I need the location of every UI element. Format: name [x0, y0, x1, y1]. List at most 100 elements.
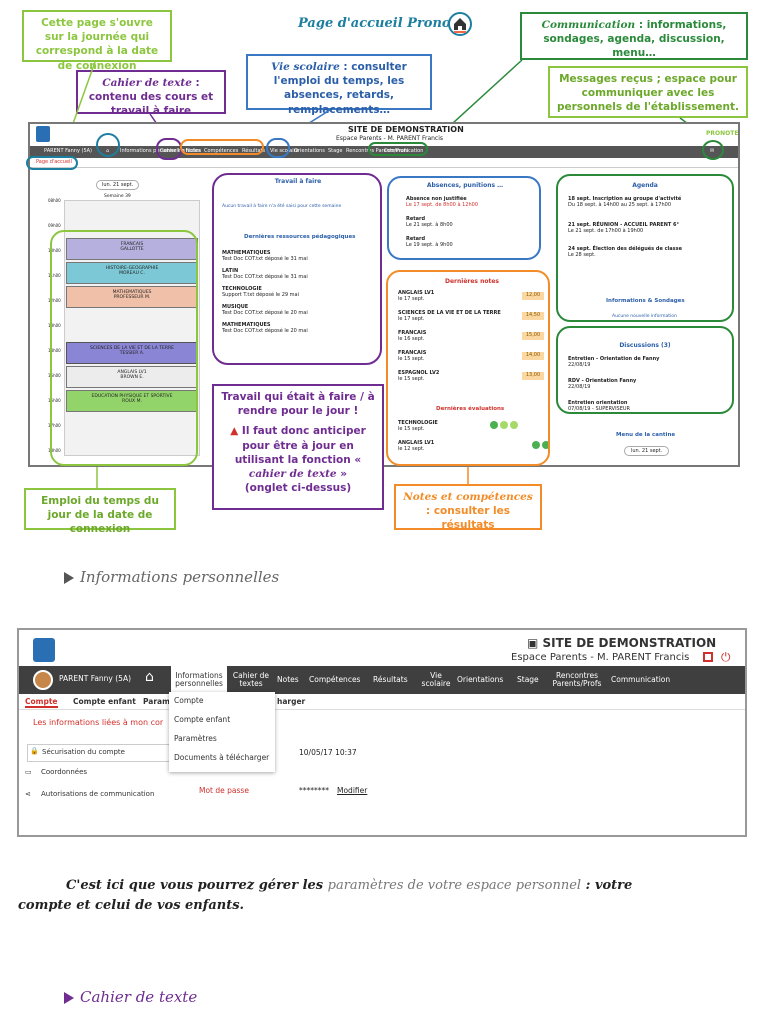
tab-page-accueil[interactable]: Page d'accueil [36, 159, 72, 165]
page-title: Page d'accueil Pronote [298, 16, 465, 31]
tab-parametres[interactable]: Param [143, 697, 170, 706]
section-informations-personnelles: Informations personnelles [64, 568, 279, 586]
settings-item-securisation[interactable]: 🔒Sécurisation du compte [27, 744, 181, 762]
lock-icon: 🔒 [30, 747, 39, 755]
evals-title: Dernières évaluations [436, 406, 505, 412]
nav-home-icon[interactable]: ⌂ [145, 669, 154, 685]
agenda-item[interactable]: 21 sept. RÉUNION - ACCUEIL PARENT 6°Le 2… [568, 222, 679, 234]
time-label: 17h00 [48, 423, 61, 428]
absence-date: Le 17 sept. de 8h00 à 12h00 [406, 202, 478, 208]
nav-resultats[interactable]: Résultats [242, 148, 266, 154]
cantine-date[interactable]: lun. 21 sept. [624, 446, 670, 456]
ressource-date: déposé le 20 mai [264, 310, 308, 316]
note-grade: 14,00 [522, 352, 544, 360]
nav-notes[interactable]: Notes [277, 675, 299, 684]
sub-nav: Page d'accueil [30, 158, 738, 168]
nav-competences[interactable]: Compétences [204, 148, 239, 154]
ring-cahier [156, 138, 182, 160]
qr-icon[interactable] [703, 652, 713, 662]
settings-item-autorisations[interactable]: ⋖Autorisations de communication [25, 790, 154, 798]
ring-messages [702, 140, 724, 160]
nav-stage[interactable]: Stage [517, 675, 539, 684]
ring-page-accueil [26, 156, 78, 170]
nav-notes[interactable]: Notes [186, 148, 201, 154]
callout-cahier-text: : contenu des cours et travail à faire [88, 77, 214, 118]
menu-item-parametres[interactable]: Paramètres [174, 734, 217, 743]
card-icon: ▭ [25, 768, 32, 776]
travail-title: Travail à faire [274, 178, 322, 185]
nav-informations[interactable]: Informations personnelles [171, 666, 227, 694]
agenda-item[interactable]: 18 sept. Inscription au groupe d'activit… [568, 196, 681, 208]
time-label: 12h00 [48, 298, 61, 303]
tab-documents[interactable]: harger [277, 697, 306, 706]
absences-panel: Absences, punitions … Absence non justif… [392, 178, 538, 258]
time-label: 10h00 [48, 248, 61, 253]
nav-orientations[interactable]: Orientations [457, 675, 504, 684]
menu-item-compte[interactable]: Compte [174, 696, 204, 705]
tab-compte[interactable]: Compte [25, 697, 58, 708]
site-title-text: SITE DE DEMONSTRATION [542, 636, 717, 650]
tab-compte-enfant[interactable]: Compte enfant [73, 697, 136, 706]
nav-competences[interactable]: Compétences [309, 675, 361, 684]
agenda-detail: Le 21 sept. de 17h00 à 19h00 [568, 228, 644, 234]
timetable-date[interactable]: lun. 21 sept. [96, 180, 140, 190]
user-label[interactable]: PARENT Fanny (5A) [59, 674, 132, 683]
nav-resultats[interactable]: Résultats [373, 675, 408, 684]
nav-informations[interactable]: Informations personnelles [120, 148, 185, 154]
absences-title: Absences, punitions … [426, 182, 504, 189]
nav-vie-scolaire[interactable]: Vie scolaire [421, 671, 451, 689]
ressource-file: Test Doc COT.txt [222, 328, 264, 334]
note-date: le 17 sept. [398, 296, 425, 302]
power-icon[interactable]: ⏻ [721, 650, 731, 664]
nav-communication[interactable]: Communication [611, 675, 671, 684]
settings-item-coordonnees[interactable]: ▭Coordonnées [25, 768, 87, 776]
timetable-panel: lun. 21 sept. Semaine 39 08h00 09h00 10h… [36, 172, 202, 464]
agenda-item[interactable]: 24 sept. Élection des délégués de classe… [568, 246, 682, 258]
nav-rencontres[interactable]: Rencontres Parents/Profs [552, 671, 602, 689]
nav-rencontres[interactable]: Rencontres Parents/Profs [346, 148, 409, 154]
nav-stage[interactable]: Stage [328, 148, 343, 154]
callout-date-text: Cette page s'ouvre sur la journée qui co… [35, 17, 159, 72]
ring-notes-panel [386, 270, 550, 466]
agenda-event: RÉUNION - ACCUEIL PARENT 6° [592, 222, 680, 228]
note-grade: 13,00 [522, 372, 544, 380]
modify-password-link[interactable]: Modifier [337, 786, 368, 795]
menu-item-documents[interactable]: Documents à télécharger [174, 753, 270, 762]
nav-cahier[interactable]: Cahier de textes [232, 671, 270, 689]
ring-agenda [556, 174, 734, 322]
nav-orientations[interactable]: Orientations [294, 148, 325, 154]
ressource-date: déposé le 31 mai [264, 256, 308, 262]
ressource-subject: MATHEMATIQUES [222, 250, 271, 256]
screen-icon: ▣ [527, 636, 539, 650]
note-subject: FRANCAIS [398, 330, 427, 336]
discussion-title: RDV - Orientation Fanny [568, 378, 637, 384]
callout-travail-line2: Il faut donc anticiper pour être à jour … [234, 425, 366, 466]
nav-communication[interactable]: Communication [384, 148, 424, 154]
intro-text: Les informations liées à mon cor [33, 718, 164, 727]
menu-item-compte-enfant[interactable]: Compte enfant [174, 715, 231, 724]
